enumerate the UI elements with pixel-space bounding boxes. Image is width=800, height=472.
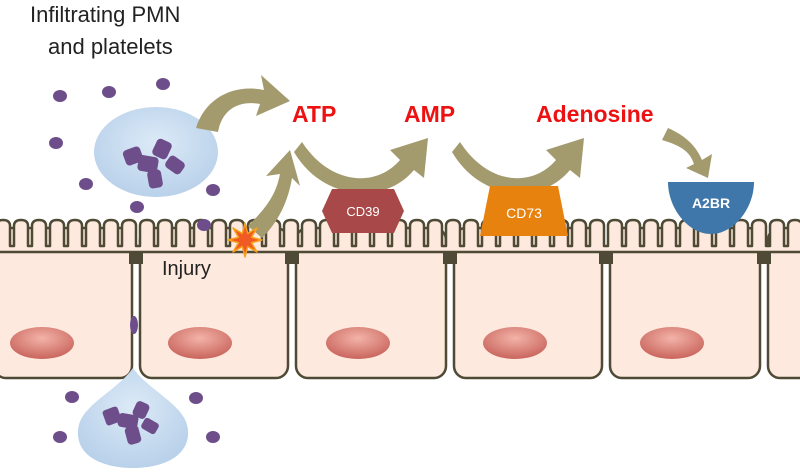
cd73-enzyme: CD73 [480, 186, 568, 236]
platelet [65, 391, 79, 403]
injury-label: Injury [162, 258, 211, 280]
cell-nucleus-3 [326, 327, 390, 359]
cell-nucleus-2 [168, 327, 232, 359]
platelet [53, 431, 67, 443]
a2br-label: A2BR [692, 195, 730, 211]
tight-junction-4 [599, 252, 613, 264]
tight-junction-3 [443, 252, 457, 264]
platelet [53, 90, 67, 102]
cd39-enzyme: CD39 [322, 189, 404, 233]
pathway-arrows [196, 75, 712, 238]
title-line-2: and platelets [48, 34, 173, 59]
arrow-amp-to-adenosine [452, 138, 584, 194]
platelet [206, 184, 220, 196]
adenosine-label: Adenosine [536, 101, 654, 127]
platelet [197, 219, 211, 231]
a2br-receptor: A2BR [668, 182, 754, 234]
platelets [49, 78, 220, 443]
tight-junction-5 [757, 252, 771, 264]
cd73-shape [480, 186, 568, 236]
amp-label: AMP [404, 101, 455, 127]
tight-junction-1 [129, 252, 143, 264]
arrow-atp-to-amp [294, 138, 428, 194]
transmigrating-pmn [77, 316, 189, 468]
luminal-pmn-nucleus [122, 138, 185, 189]
cd39-shape [322, 189, 404, 233]
atp-label: ATP [292, 101, 336, 127]
platelet [102, 86, 116, 98]
cell-nucleus-1 [10, 327, 74, 359]
arrow-pmn-to-atp [196, 75, 290, 132]
title-line-1: Infiltrating PMN [30, 2, 180, 27]
pmn-pseudopod [130, 316, 138, 334]
arrow-injury-to-atp [248, 150, 300, 238]
transmigrating-pmn-nucleus [102, 401, 159, 445]
platelet [130, 201, 144, 213]
platelet [206, 431, 220, 443]
cd73-label: CD73 [506, 205, 542, 221]
title: Infiltrating PMN and platelets [30, 2, 180, 59]
platelet [79, 178, 93, 190]
a2br-shape [668, 182, 754, 234]
epithelial-layer [0, 218, 800, 380]
cell-nucleus-4 [483, 327, 547, 359]
tight-junction-2 [285, 252, 299, 264]
injury-star-icon [227, 222, 263, 258]
platelet [49, 137, 63, 149]
platelet [189, 392, 203, 404]
cd39-label: CD39 [346, 204, 379, 219]
platelet [156, 78, 170, 90]
luminal-pmn [94, 107, 218, 197]
cell-nucleus-5 [640, 327, 704, 359]
arrow-adenosine-to-a2br [662, 128, 712, 178]
